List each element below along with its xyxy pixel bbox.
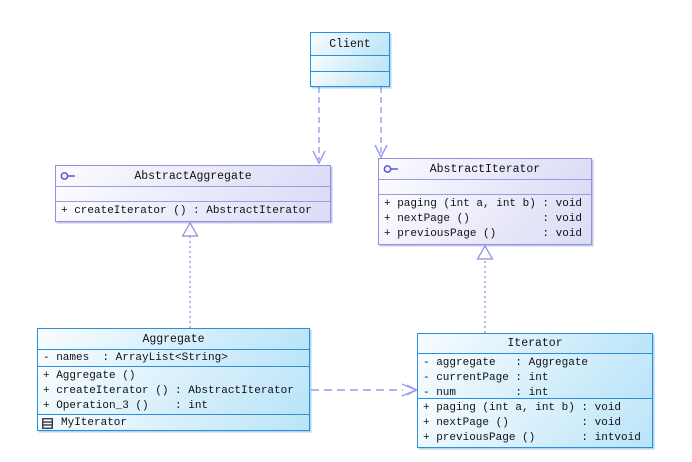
class-box-abstract-iterator[interactable]: AbstractIterator + paging (int a, int b)…	[378, 158, 592, 245]
dependency-arrow-aggregate-to-iterator	[311, 383, 419, 397]
operation-item: + createIterator () : AbstractIterator	[43, 385, 294, 397]
client-operations-compartment	[311, 70, 389, 86]
abstract-iterator-operations-compartment: + paging (int a, int b) : void + nextPag…	[379, 194, 591, 244]
nested-class-icon	[42, 417, 53, 429]
operation-item: + createIterator () : AbstractIterator	[61, 205, 312, 217]
realization-arrow-aggregate-to-abstractaggregate	[181, 221, 199, 328]
attribute-item: - aggregate : Aggregate	[423, 357, 589, 369]
attribute-item: - num : int	[423, 387, 549, 398]
class-box-abstract-aggregate[interactable]: AbstractAggregate + createIterator () : …	[55, 165, 331, 222]
class-title-label: Client	[329, 37, 371, 51]
attribute-item: - names : ArrayList<String>	[43, 352, 228, 364]
abstract-aggregate-attributes-compartment	[56, 186, 330, 201]
operation-item: + paging (int a, int b) : void	[423, 402, 622, 414]
dependency-arrow-client-to-abstractiterator	[374, 87, 388, 159]
attribute-item: - currentPage : int	[423, 372, 549, 384]
aggregate-nested-classes-compartment: MyIterator	[38, 414, 309, 430]
class-title-iterator: Iterator	[418, 334, 652, 353]
class-title-label: AbstractIterator	[429, 162, 541, 176]
iterator-operations-compartment: + paging (int a, int b) : void + nextPag…	[418, 398, 652, 447]
class-box-iterator[interactable]: Iterator - aggregate : Aggregate - curre…	[417, 333, 653, 448]
iterator-attributes-compartment: - aggregate : Aggregate - currentPage : …	[418, 353, 652, 398]
class-title-abstract-iterator: AbstractIterator	[379, 159, 591, 179]
operation-item: + nextPage () : void	[384, 213, 583, 225]
class-title-label: Aggregate	[142, 332, 205, 346]
class-title-abstract-aggregate: AbstractAggregate	[56, 166, 330, 186]
operation-item: + Operation_3 () : int	[43, 400, 209, 412]
nested-class-label: MyIterator	[61, 417, 128, 429]
class-title-client: Client	[311, 33, 389, 55]
operation-item: + nextPage () : void	[423, 417, 622, 429]
class-title-aggregate: Aggregate	[38, 329, 309, 349]
class-title-label: AbstractAggregate	[134, 169, 252, 183]
operation-item: + previousPage () : intvoid	[423, 432, 641, 444]
aggregate-operations-compartment: + Aggregate () + createIterator () : Abs…	[38, 366, 309, 414]
interface-lollipop-icon	[383, 165, 398, 173]
class-box-aggregate[interactable]: Aggregate - names : ArrayList<String> + …	[37, 328, 310, 431]
realization-arrow-iterator-to-abstractiterator	[476, 244, 494, 333]
operation-item: + Aggregate ()	[43, 370, 136, 382]
operation-item: + paging (int a, int b) : void	[384, 198, 583, 210]
interface-lollipop-icon	[60, 172, 75, 180]
class-title-label: Iterator	[507, 337, 563, 350]
class-box-client[interactable]: Client	[310, 32, 390, 87]
operation-item: + previousPage () : void	[384, 228, 583, 240]
client-attributes-compartment	[311, 55, 389, 71]
abstract-iterator-attributes-compartment	[379, 179, 591, 194]
aggregate-attributes-compartment: - names : ArrayList<String>	[38, 349, 309, 366]
nested-class-item: MyIterator	[38, 415, 309, 430]
dependency-arrow-client-to-abstractaggregate	[312, 87, 326, 165]
abstract-aggregate-operations-compartment: + createIterator () : AbstractIterator	[56, 201, 330, 221]
